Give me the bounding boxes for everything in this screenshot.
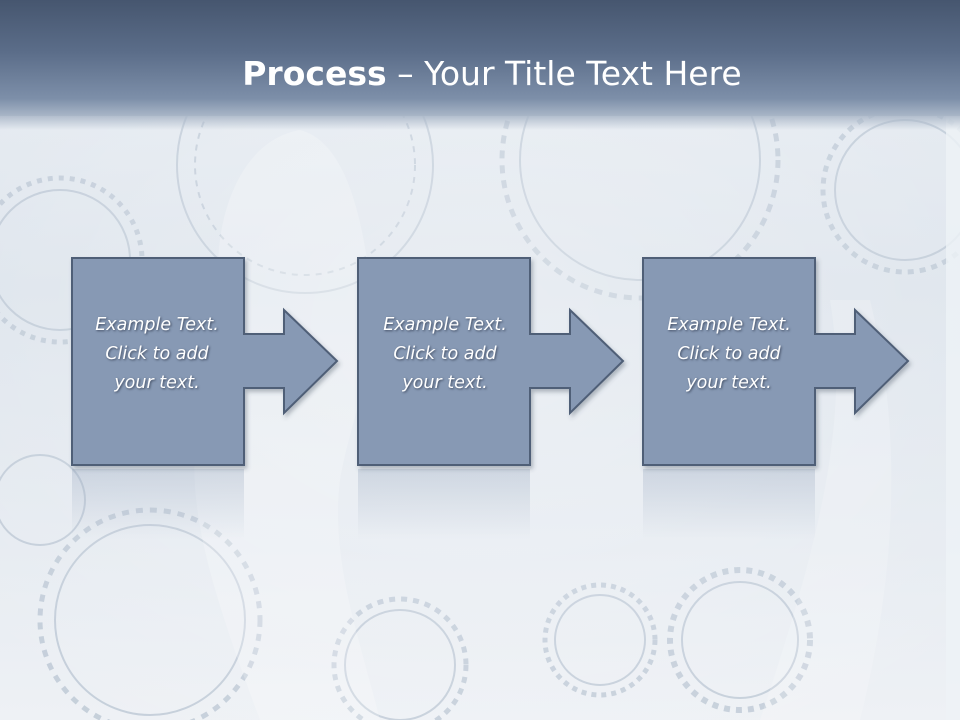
title-bar: Process – Your Title Text Here — [0, 0, 960, 130]
step-3-text[interactable]: Example Text. Click to add your text. — [644, 311, 814, 398]
step-2-text[interactable]: Example Text. Click to add your text. — [360, 311, 530, 398]
process-step-1[interactable] — [71, 257, 339, 466]
step-1-line-2: Click to add — [105, 344, 209, 364]
step-1-reflection — [72, 469, 244, 539]
step-2-reflection — [358, 469, 530, 539]
process-step-3[interactable] — [642, 257, 910, 466]
step-1-text[interactable]: Example Text. Click to add your text. — [72, 311, 242, 398]
slide-title[interactable]: Process – Your Title Text Here — [0, 52, 960, 96]
process-steps — [71, 257, 910, 466]
step-1-line-3: your text. — [114, 373, 200, 393]
title-bold: Process — [242, 54, 387, 93]
step-2-line-3: your text. — [402, 373, 488, 393]
step-2-line-1: Example Text. — [383, 315, 507, 335]
step-2-line-2: Click to add — [393, 344, 497, 364]
process-step-2[interactable] — [357, 257, 625, 466]
step-1-line-1: Example Text. — [95, 315, 219, 335]
reflections — [72, 469, 815, 539]
title-rest: – Your Title Text Here — [386, 54, 742, 93]
step-3-line-1: Example Text. — [667, 315, 791, 335]
step-3-line-3: your text. — [686, 373, 772, 393]
step-3-line-2: Click to add — [677, 344, 781, 364]
step-3-reflection — [643, 469, 815, 539]
